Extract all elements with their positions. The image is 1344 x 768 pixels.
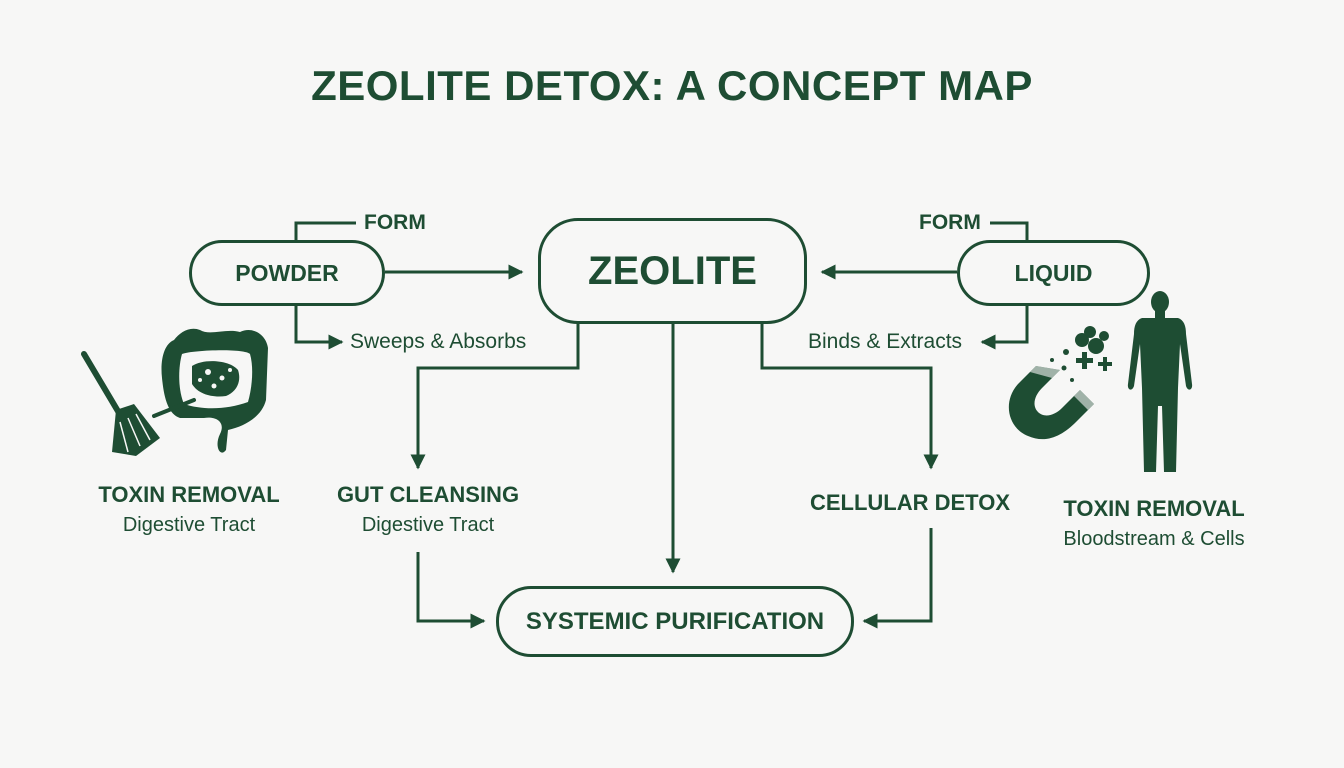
left-toxin-removal-title: TOXIN REMOVAL (98, 482, 280, 507)
gut-cleansing-subtitle: Digestive Tract (361, 514, 495, 536)
powder-node: POWDER (189, 240, 385, 306)
binds-extracts-label: Binds & Extracts (808, 330, 963, 353)
zeolite-label: ZEOLITE (588, 248, 757, 293)
gut-cleansing-title: GUT CLEANSING (336, 482, 520, 507)
arrow-zeolite-to-gut (410, 320, 580, 470)
left-toxin-removal-caption: TOXIN REMOVAL Digestive Tract (78, 482, 300, 537)
form-label-right: FORM (919, 211, 981, 234)
arrow-gut-to-systemic (416, 552, 486, 629)
left-toxin-removal-subtitle: Digestive Tract (122, 514, 256, 536)
magnet-icon (1008, 366, 1094, 440)
right-toxin-removal-subtitle: Bloodstream & Cells (1063, 528, 1245, 550)
broom-icon (81, 351, 160, 456)
powder-label: POWDER (235, 259, 339, 286)
arrow-zeolite-to-cellular (760, 320, 939, 470)
zeolite-node: ZEOLITE (538, 218, 807, 324)
gut-cleansing-caption: GUT CLEANSING Digestive Tract (318, 482, 538, 537)
liquid-label: LIQUID (1014, 259, 1093, 286)
digestive-illustration (81, 328, 268, 456)
sweeps-absorbs-label: Sweeps & Absorbs (350, 330, 527, 353)
form-bracket-right (990, 221, 1029, 243)
bloodstream-illustration (1008, 291, 1193, 472)
human-body-icon (1127, 291, 1193, 472)
arrow-powder-to-sweeps (294, 305, 344, 350)
arrow-cellular-to-systemic (862, 528, 933, 629)
right-toxin-removal-title: TOXIN REMOVAL (1063, 496, 1245, 521)
cellular-detox-caption: CELLULAR DETOX (800, 490, 1020, 516)
page-title: ZEOLITE DETOX: A CONCEPT MAP (311, 62, 1033, 109)
toxin-particles-icon (1050, 326, 1112, 382)
form-bracket-left (294, 221, 356, 243)
systemic-label: SYSTEMIC PURIFICATION (525, 607, 825, 635)
cellular-detox-title: CELLULAR DETOX (809, 490, 1011, 515)
systemic-purification-node: SYSTEMIC PURIFICATION (496, 586, 854, 657)
arrow-liquid-to-binds (980, 305, 1029, 350)
liquid-node: LIQUID (957, 240, 1150, 306)
intestine-icon (152, 328, 268, 453)
right-toxin-removal-caption: TOXIN REMOVAL Bloodstream & Cells (1040, 496, 1268, 551)
form-label-left: FORM (364, 211, 426, 234)
